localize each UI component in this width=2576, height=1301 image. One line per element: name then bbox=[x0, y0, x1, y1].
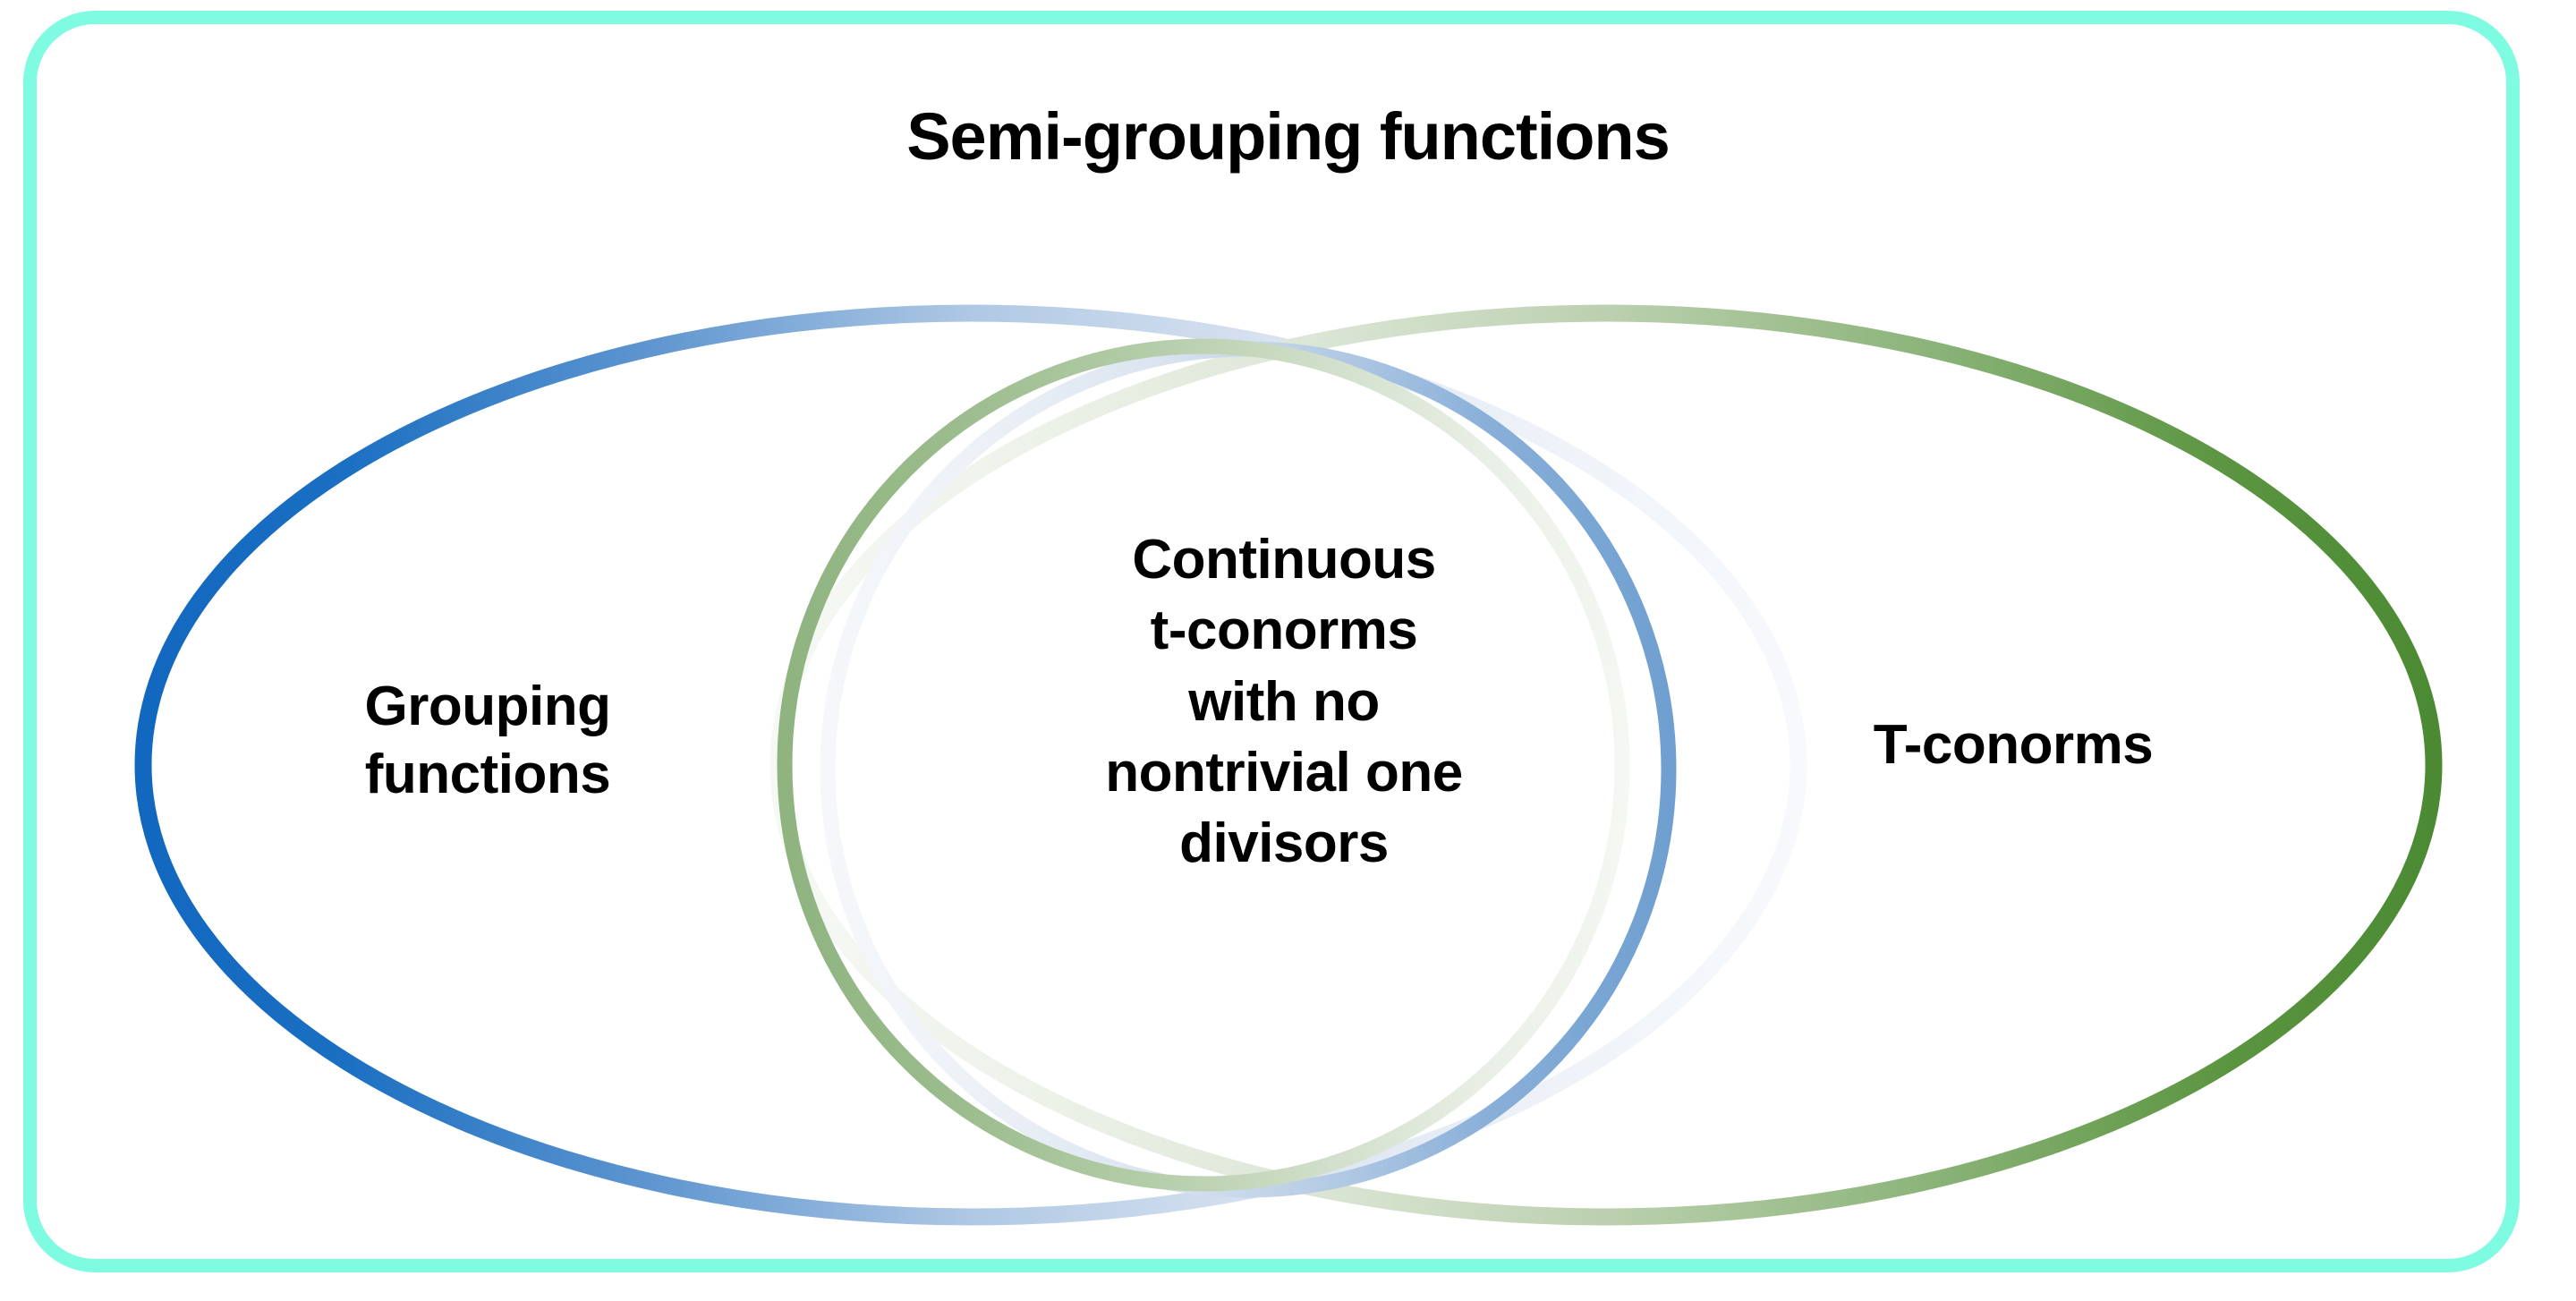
universe-frame bbox=[23, 11, 2520, 1272]
page-title: Semi-grouping functions bbox=[906, 99, 1671, 174]
set-label-t-conorms: T-conorms bbox=[1873, 714, 2154, 776]
set-label-grouping-functions: Grouping functions bbox=[364, 676, 611, 805]
intersection-label-continuous-t-conorms: Continuous t-conorms with no nontrivial … bbox=[1105, 529, 1463, 875]
